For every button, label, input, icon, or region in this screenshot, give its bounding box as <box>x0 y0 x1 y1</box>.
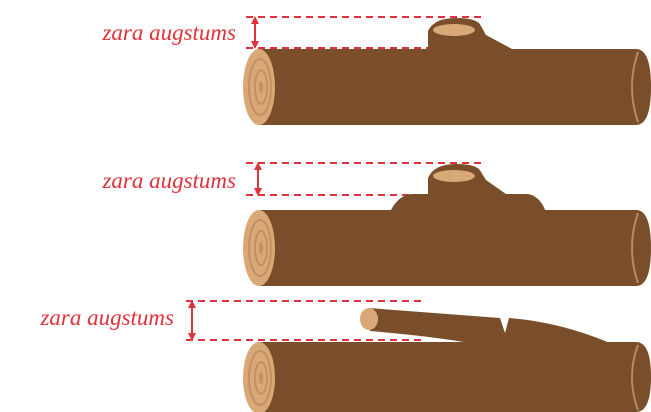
panel-1-log-body <box>259 49 651 125</box>
panel-2-branch-collar <box>390 194 546 212</box>
panel-2: zara augstums <box>101 162 651 286</box>
panel-1-label: zara augstums <box>101 20 236 45</box>
panel-3-log-cut-face <box>243 342 275 412</box>
panel-2-log-body <box>259 210 651 286</box>
panel-3: zara augstums <box>39 300 651 412</box>
panel-3-label: zara augstums <box>39 305 174 330</box>
panel-1-branch-cut <box>433 24 475 36</box>
panel-3-log-body <box>259 342 651 412</box>
panel-1-log-cut-face <box>243 49 275 125</box>
panel-3-branch-cut <box>360 308 378 330</box>
panel-3-branch <box>368 308 610 343</box>
panel-2-log-cut-face <box>243 210 275 286</box>
panel-2-label: zara augstums <box>101 168 236 193</box>
panel-1: zara augstums <box>101 16 651 125</box>
panel-2-branch-cut <box>433 170 475 182</box>
